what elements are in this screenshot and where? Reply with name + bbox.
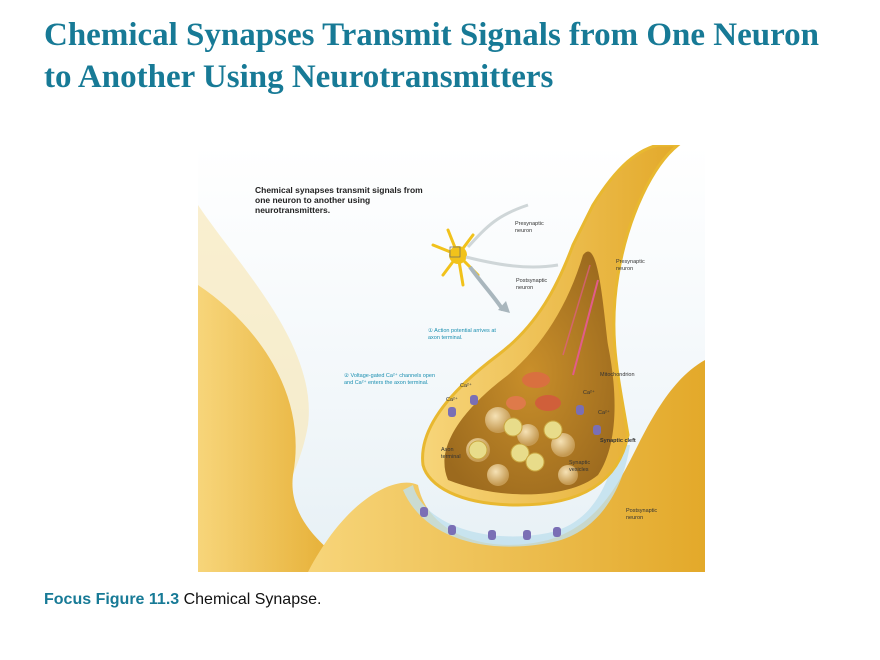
label-ca-2: Ca²⁺ bbox=[446, 397, 458, 403]
label-axon-terminal: Axon terminal bbox=[441, 447, 461, 460]
caption-text: Chemical Synapse. bbox=[179, 591, 322, 608]
label-synaptic-vesicles: Synaptic vesicles bbox=[569, 460, 591, 473]
label-synaptic-cleft: Synaptic cleft bbox=[600, 438, 636, 444]
label-step-2: ② Voltage-gated Ca²⁺ channels open and C… bbox=[344, 373, 436, 386]
synapse-figure: Chemical synapses transmit signals from … bbox=[198, 145, 705, 572]
label-ca-3: Ca²⁺ bbox=[583, 390, 595, 396]
figure-heading: Chemical synapses transmit signals from … bbox=[255, 185, 423, 215]
label-mitochondrion: Mitochondrion bbox=[600, 372, 635, 378]
caption-figure-number: Focus Figure 11.3 bbox=[44, 591, 180, 608]
synapse-illustration bbox=[198, 145, 705, 572]
label-presynaptic-small: Presynaptic neuron bbox=[515, 221, 544, 234]
label-step-1: ① Action potential arrives at axon termi… bbox=[428, 328, 496, 341]
label-ca-1: Ca²⁺ bbox=[460, 383, 472, 389]
label-postsynaptic-small: Postsynaptic neuron bbox=[516, 278, 548, 291]
label-postsynaptic: Postsynaptic neuron bbox=[626, 508, 658, 521]
figure-caption: Focus Figure 11.3 Chemical Synapse. bbox=[44, 591, 321, 609]
label-ca-4: Ca²⁺ bbox=[598, 410, 610, 416]
label-presynaptic: Presynaptic neuron bbox=[616, 259, 645, 272]
slide-title: Chemical Synapses Transmit Signals from … bbox=[44, 17, 819, 95]
